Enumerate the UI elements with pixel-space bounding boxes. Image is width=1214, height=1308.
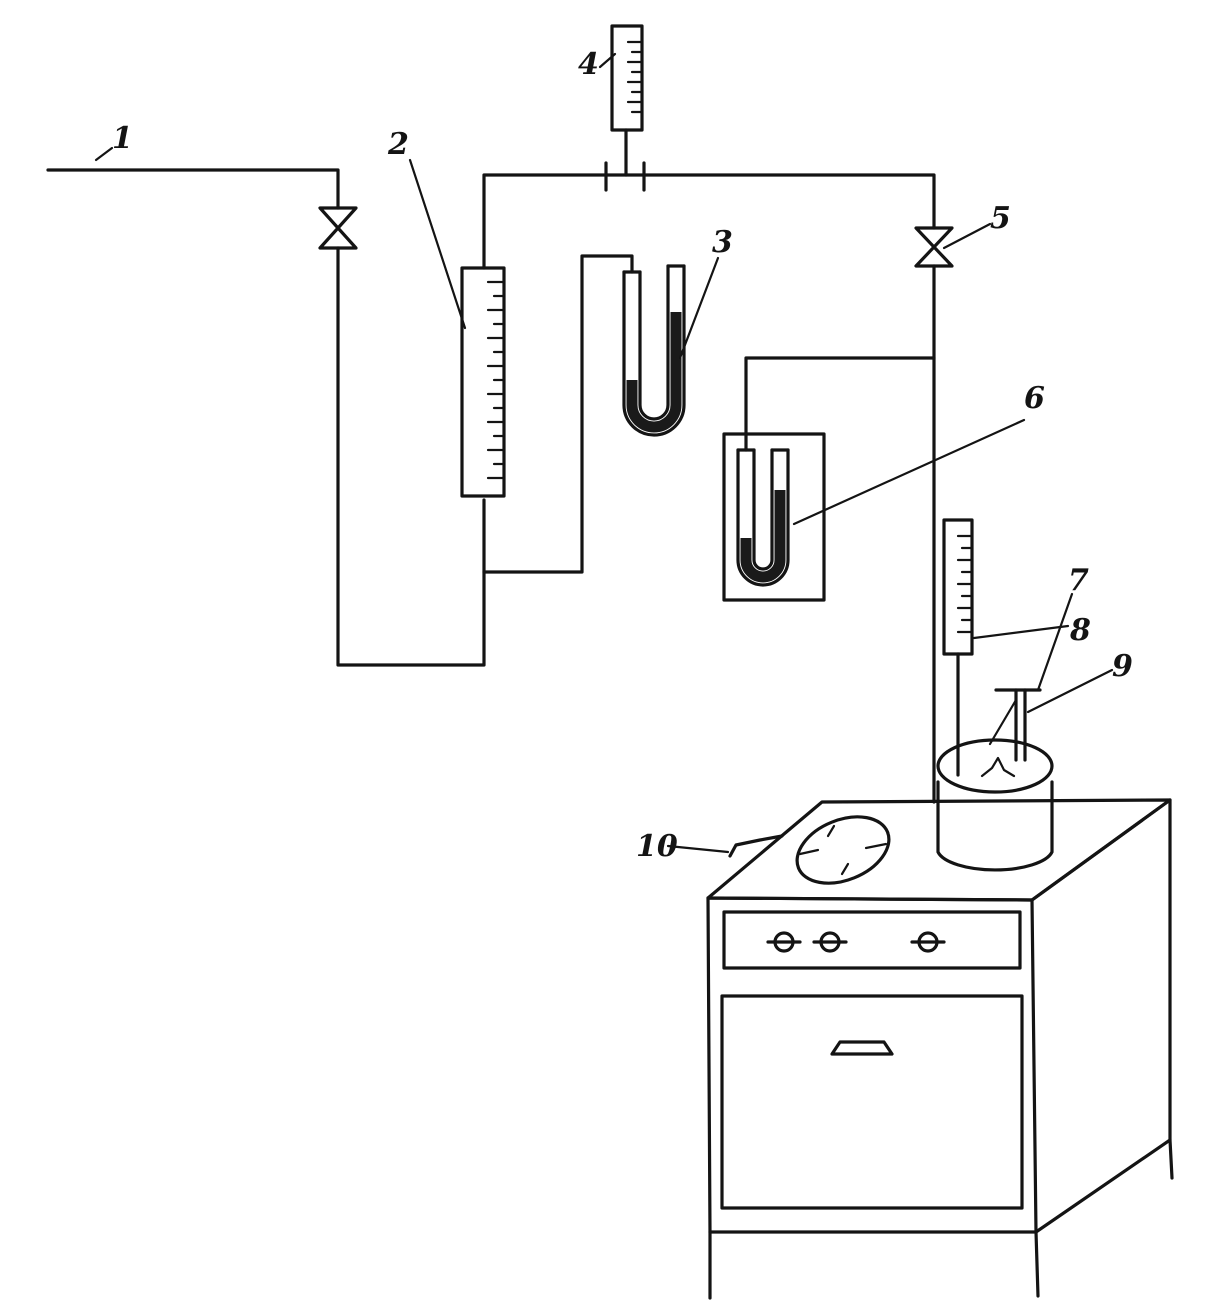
stove-right-side <box>1030 798 1172 1234</box>
burner-flame <box>980 756 1016 778</box>
label-10: 10 <box>636 829 678 864</box>
label-3: 3 <box>712 225 733 260</box>
stove <box>706 798 1174 1300</box>
leader-lines <box>94 52 1114 854</box>
vessel <box>936 688 1054 872</box>
control-knob-1 <box>766 931 802 953</box>
manometer-3-liquid <box>626 312 682 433</box>
control-panel <box>722 910 1022 970</box>
number-labels: 1 2 3 4 5 6 7 8 9 10 <box>112 47 1133 864</box>
valve-inlet <box>318 206 358 250</box>
oven-door <box>720 994 1024 1210</box>
differential-manometer-branch <box>744 356 936 452</box>
piping <box>46 128 936 804</box>
valve-5 <box>914 226 954 268</box>
rotameter-2 <box>460 266 506 498</box>
label-8: 8 <box>1069 613 1091 648</box>
stove-leg-back <box>1168 1138 1174 1180</box>
label-6: 6 <box>1024 381 1045 416</box>
label-1: 1 <box>112 121 133 156</box>
label-7: 7 <box>1068 563 1089 598</box>
stove-front <box>706 896 1038 1234</box>
differential-manometer-6 <box>722 432 826 602</box>
oven-handle <box>830 1040 894 1056</box>
thermometer-8 <box>942 518 974 777</box>
power-cord <box>728 834 784 858</box>
manometer-6-liquid <box>740 490 786 583</box>
control-knob-3 <box>910 931 946 953</box>
label-2: 2 <box>387 127 409 162</box>
stirrer-rod <box>988 698 1018 746</box>
inlet-pipe <box>46 168 340 210</box>
label-4: 4 <box>578 47 599 82</box>
u-manometer-3 <box>622 264 686 437</box>
hotplate <box>728 815 891 885</box>
label-9: 9 <box>1112 649 1133 684</box>
label-5: 5 <box>990 201 1011 236</box>
control-knob-2 <box>812 931 848 953</box>
thermometer-4 <box>610 24 644 132</box>
rotameter-riser <box>482 173 936 270</box>
manometer-branch <box>482 254 634 574</box>
stove-leg-right <box>1034 1230 1040 1298</box>
bypass-pipe <box>336 246 486 667</box>
